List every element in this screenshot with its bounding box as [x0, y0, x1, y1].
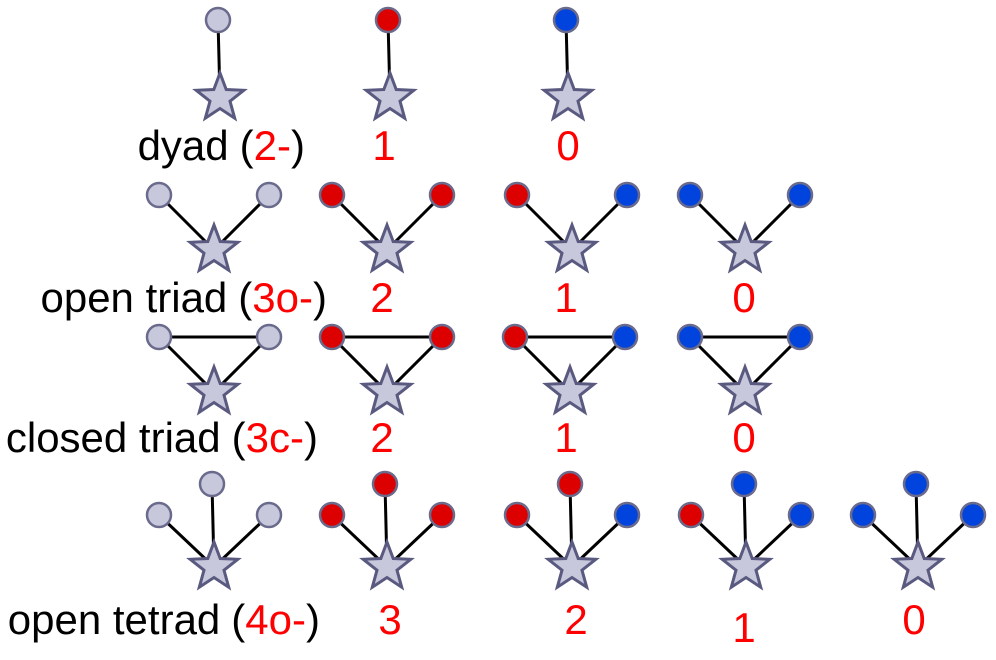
blue-node [786, 181, 814, 209]
row-label-paren-close: ) [291, 122, 305, 169]
ego-star-node [717, 220, 773, 274]
row-label-code: 2- [254, 122, 291, 169]
ego-star-node [542, 362, 598, 416]
red-node [318, 323, 346, 351]
blue-node [730, 470, 758, 498]
blue-node [902, 470, 930, 498]
red-node [503, 501, 531, 529]
ego-star-node [186, 362, 242, 416]
count-label: 0 [732, 414, 755, 461]
count-label: 3 [378, 596, 401, 643]
neutral-node [198, 470, 226, 498]
red-node [677, 501, 705, 529]
count-label: 1 [372, 122, 395, 169]
neutral-node [255, 323, 283, 351]
ego-star-node [359, 220, 415, 274]
count-label: 2 [564, 596, 587, 643]
row-label-name: open triad [40, 274, 227, 321]
blue-node [613, 501, 641, 529]
row-label-name: open tetrad [8, 596, 221, 643]
blue-node [552, 6, 580, 34]
ego-star-node [717, 362, 773, 416]
blue-node [613, 181, 641, 209]
count-label: 0 [902, 596, 925, 643]
row-label-name: closed triad [6, 414, 221, 461]
ego-star-node [718, 537, 774, 591]
blue-node [786, 323, 814, 351]
neutral-node [255, 181, 283, 209]
neutral-node [145, 323, 173, 351]
ego-star-node [362, 68, 418, 122]
neutral-node [145, 181, 173, 209]
count-label: 1 [732, 604, 755, 651]
red-node [318, 501, 346, 529]
red-node [428, 323, 456, 351]
count-label: 2 [370, 414, 393, 461]
ego-star-node [192, 68, 248, 122]
row-label-paren-close: ) [304, 414, 318, 461]
red-node [556, 470, 584, 498]
neutral-node [204, 6, 232, 34]
ego-star-node [544, 537, 600, 591]
red-node [428, 501, 456, 529]
blue-node [611, 323, 639, 351]
blue-node [676, 323, 704, 351]
count-label: 0 [556, 122, 579, 169]
ego-star-node [359, 537, 415, 591]
neutral-node [145, 501, 173, 529]
blue-node [849, 501, 877, 529]
ego-star-node [186, 537, 242, 591]
row-label-code: 3c- [246, 414, 304, 461]
row-label-paren-open: ( [231, 596, 245, 643]
row-label-open-tetrad: open tetrad(4o-) [8, 596, 320, 643]
row-label-closed-triad: closed triad(3c-) [6, 414, 318, 461]
blue-node [787, 501, 815, 529]
row-label-paren-close: ) [306, 596, 320, 643]
row-label-code: 3o- [252, 274, 313, 321]
red-node [374, 6, 402, 34]
red-node [318, 181, 346, 209]
row-label-name: dyad [138, 122, 229, 169]
ego-star-node [359, 362, 415, 416]
ego-star-node [890, 537, 946, 591]
row-label-dyad: dyad(2-) [138, 122, 305, 169]
count-label: 0 [732, 274, 755, 321]
count-label: 1 [554, 414, 577, 461]
count-label: 1 [554, 274, 577, 321]
blue-node [959, 501, 987, 529]
row-label-paren-open: ( [238, 274, 252, 321]
red-node [371, 470, 399, 498]
row-label-paren-open: ( [240, 122, 254, 169]
row-label-paren-close: ) [313, 274, 327, 321]
red-node [503, 181, 531, 209]
ego-star-node [540, 68, 596, 122]
red-node [501, 323, 529, 351]
ego-star-node [544, 220, 600, 274]
row-label-paren-open: ( [232, 414, 246, 461]
nodes-layer [145, 6, 987, 591]
blue-node [676, 181, 704, 209]
ego-star-node [186, 220, 242, 274]
red-node [428, 181, 456, 209]
row-label-code: 4o- [245, 596, 306, 643]
row-label-open-triad: open triad(3o-) [40, 274, 327, 321]
count-label: 2 [370, 274, 393, 321]
neutral-node [255, 501, 283, 529]
